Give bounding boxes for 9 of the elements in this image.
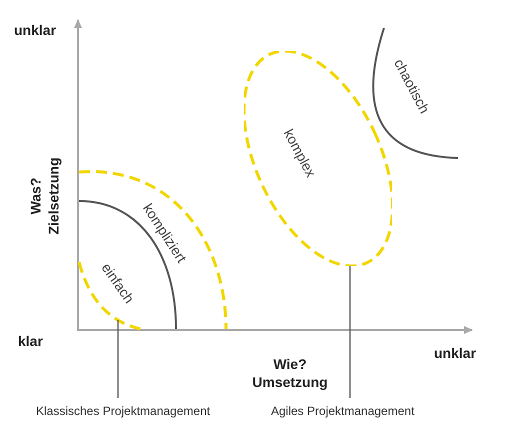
axis-label: klar [18,333,43,350]
leader-line [117,320,119,398]
caption-text: Agiles Projektmanagement [271,404,414,418]
leader-line [349,266,351,398]
axis-label: unklar [434,345,476,362]
caption-text: Klassisches Projektmanagement [36,404,210,418]
axis-label: Wie? Umsetzung [251,356,329,391]
axis-label: Was? Zielsetzung [28,156,62,237]
axis-label: unklar [14,22,56,40]
